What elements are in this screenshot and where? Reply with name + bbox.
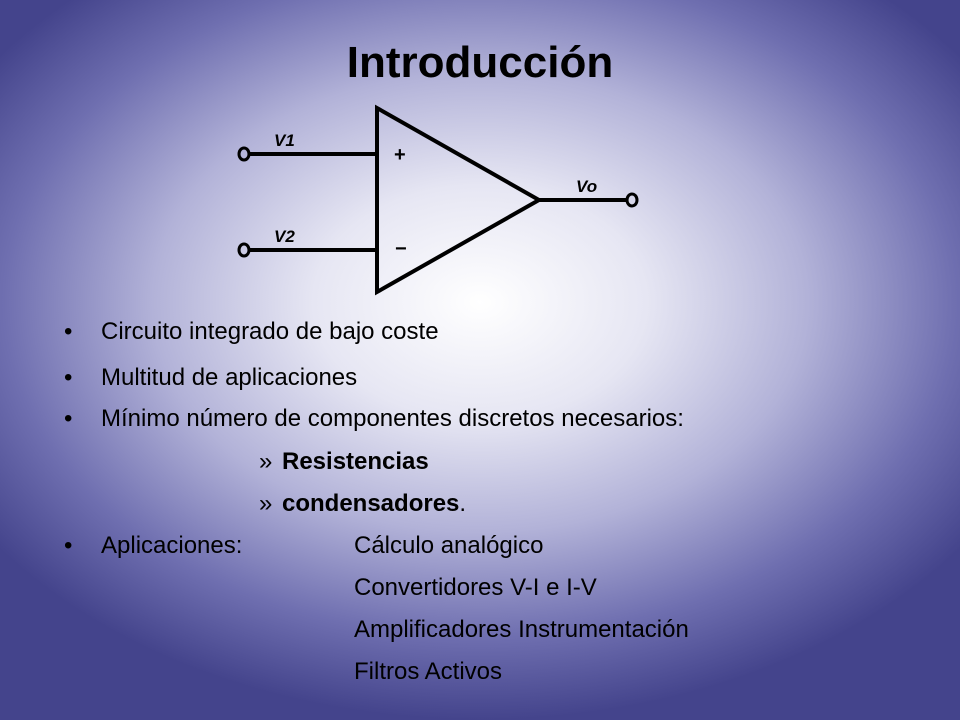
bullet-marker: •	[64, 364, 73, 391]
input1-label: V1	[274, 131, 295, 150]
noninverting-sign: +	[394, 144, 406, 166]
inverting-sign: −	[395, 238, 407, 260]
bullet-marker: •	[64, 405, 73, 432]
input1-terminal	[237, 146, 251, 162]
sub-bullet-text: Resistencias	[282, 448, 429, 475]
sub-bullet-marker: »	[259, 490, 273, 517]
input2-terminal	[237, 242, 251, 258]
output-terminal	[625, 192, 639, 208]
bullet-text: Mínimo número de componentes discretos n…	[101, 405, 684, 432]
bullet-text: Circuito integrado de bajo coste	[101, 318, 439, 345]
opamp-triangle	[375, 104, 544, 296]
application-item: Filtros Activos	[354, 658, 503, 685]
bullet-text: Multitud de aplicaciones	[101, 364, 358, 391]
slide-title: Introducción	[346, 38, 614, 87]
output-label: Vo	[576, 177, 597, 196]
application-item: Cálculo analógico	[354, 532, 544, 559]
sub-bullet-marker: »	[259, 448, 273, 475]
bullet-text: Aplicaciones:	[101, 532, 243, 559]
sub-bullet-tail: .	[459, 490, 467, 517]
bullet-marker: •	[64, 318, 73, 345]
application-item: Convertidores V-I e I-V	[354, 574, 597, 601]
sub-bullet-text: condensadores.	[282, 490, 466, 518]
application-item: Amplificadores Instrumentación	[354, 616, 689, 643]
opamp-diagram: V1 V2 + − Vo	[237, 104, 639, 296]
sub-bullet-bold: condensadores	[282, 490, 460, 517]
bullet-marker: •	[64, 532, 73, 559]
input2-label: V2	[274, 227, 295, 246]
